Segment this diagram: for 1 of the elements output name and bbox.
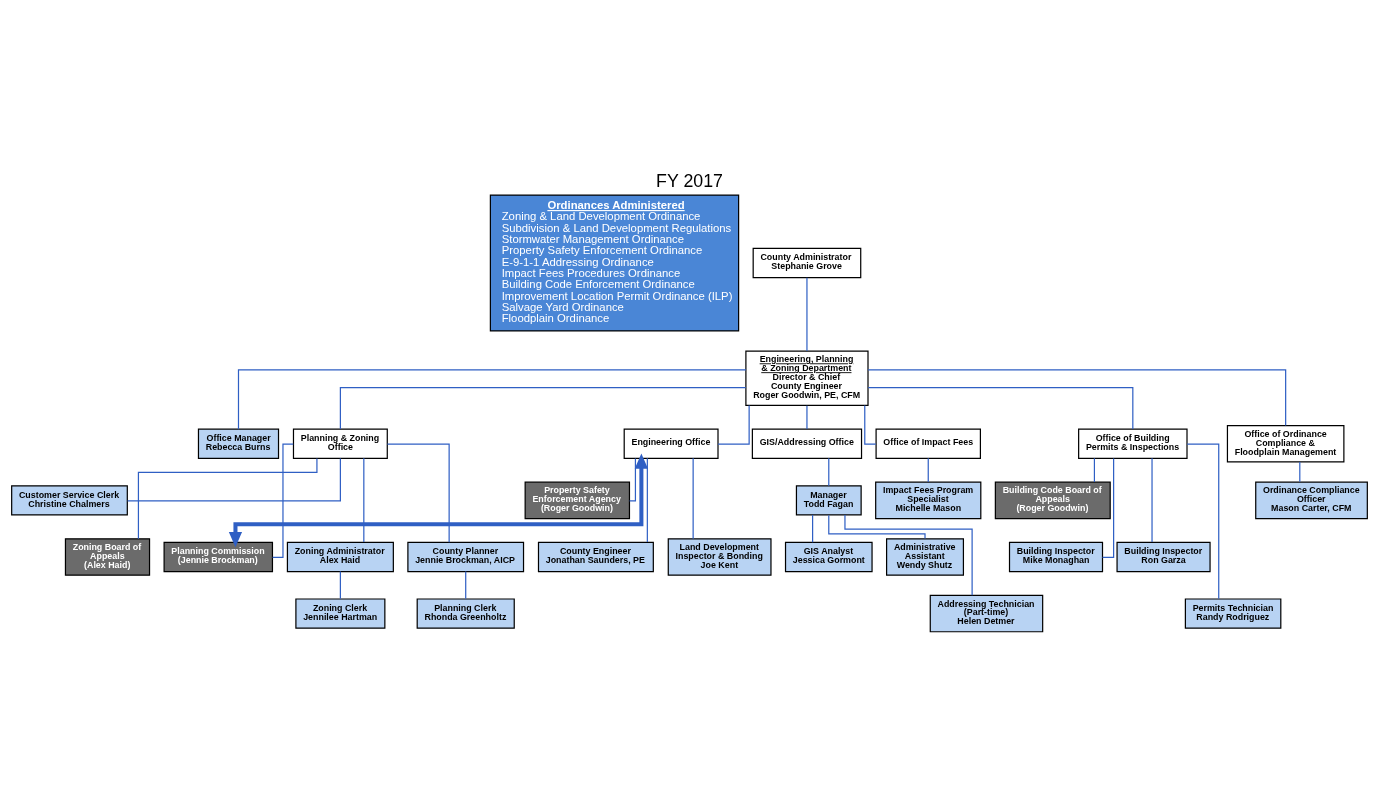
diagram-title: FY 2017 <box>656 170 723 191</box>
